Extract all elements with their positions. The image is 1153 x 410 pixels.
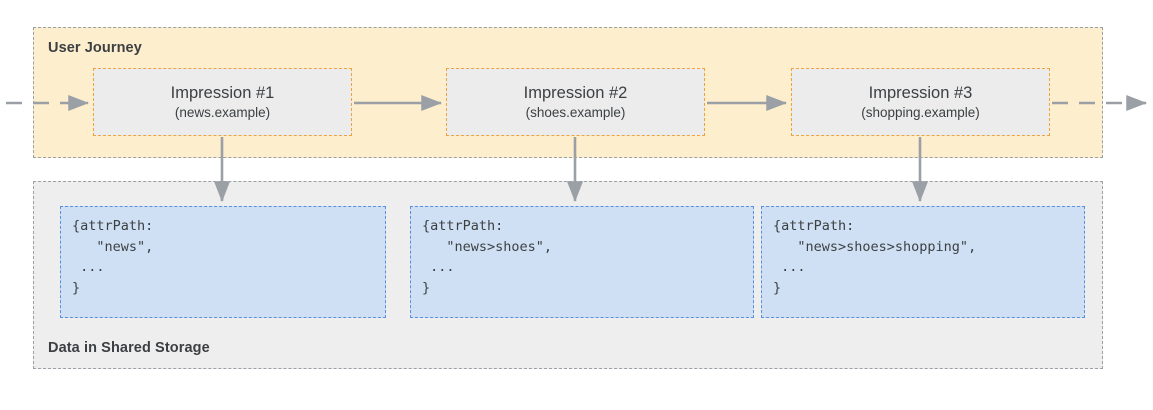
storage-record-code-3: {attrPath: "news>shoes>shopping", ... } [773, 218, 977, 296]
storage-record-box-1: {attrPath: "news", ... } [60, 206, 386, 318]
impression-origin-3: (shopping.example) [861, 104, 980, 120]
impression-box-1: Impression #1 (news.example) [93, 68, 352, 136]
impression-title-2: Impression #2 [523, 83, 628, 102]
impression-box-3: Impression #3 (shopping.example) [791, 68, 1050, 136]
impression-origin-2: (shoes.example) [525, 104, 626, 120]
storage-record-box-3: {attrPath: "news>shoes>shopping", ... } [761, 206, 1085, 318]
shared-storage-label: Data in Shared Storage [48, 340, 210, 356]
storage-record-box-2: {attrPath: "news>shoes", ... } [410, 206, 754, 318]
impression-box-2: Impression #2 (shoes.example) [446, 68, 705, 136]
impression-title-1: Impression #1 [170, 83, 275, 102]
storage-record-code-1: {attrPath: "news", ... } [72, 218, 154, 296]
impression-origin-1: (news.example) [174, 104, 271, 120]
storage-record-code-2: {attrPath: "news>shoes", ... } [422, 218, 553, 296]
user-journey-label: User Journey [48, 40, 142, 56]
impression-title-3: Impression #3 [868, 83, 973, 102]
